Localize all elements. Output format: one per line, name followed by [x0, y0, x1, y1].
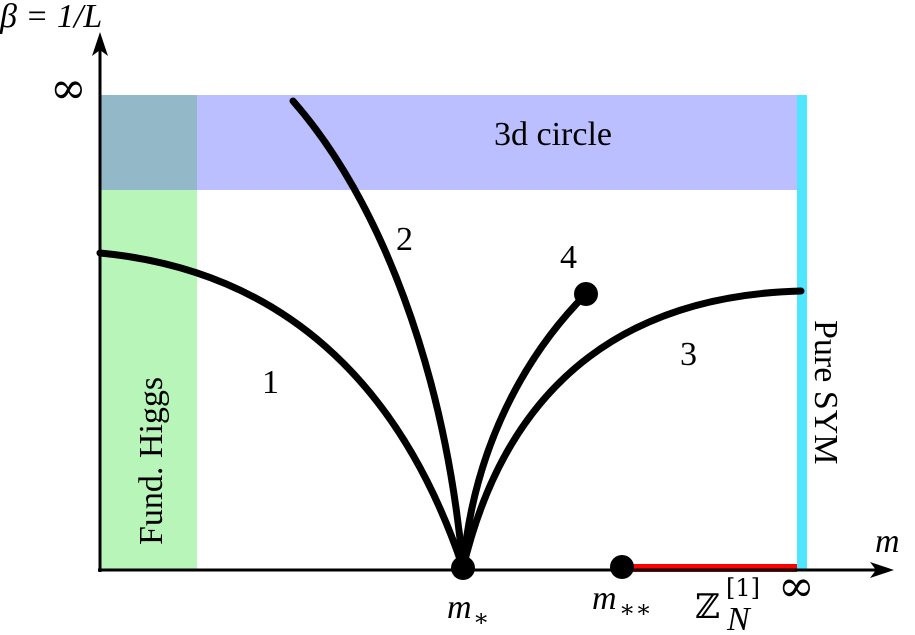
- region-overlap: [100, 95, 197, 190]
- curve-3: [459, 287, 805, 572]
- point-m-star-star: [610, 555, 634, 579]
- curve-label-3: 3: [680, 336, 697, 373]
- region-pure-sym: [797, 95, 807, 570]
- curve-1: [96, 249, 467, 572]
- svg-text:m: m: [592, 580, 617, 617]
- region-3d-circle: [100, 95, 801, 190]
- svg-text:∗: ∗: [473, 604, 489, 632]
- svg-text:ℤ: ℤ: [695, 587, 720, 627]
- label-fund-higgs: Fund. Higgs: [133, 377, 170, 545]
- svg-text:N: N: [726, 601, 752, 635]
- x-axis-label: m: [875, 523, 900, 560]
- y-infinity-label: ∞: [50, 63, 87, 114]
- label-3d-circle: 3d circle: [494, 116, 612, 153]
- curve-label-2: 2: [396, 221, 413, 258]
- x-infinity-label: ∞: [778, 561, 815, 612]
- label-pure-sym: Pure SYM: [807, 320, 844, 465]
- curve-4: [459, 290, 590, 572]
- svg-text:[1]: [1]: [726, 574, 760, 602]
- point-m-star: [451, 556, 475, 580]
- curve-label-4: 4: [560, 239, 577, 276]
- x-axis-arrow: [870, 562, 894, 578]
- y-axis-label: β = 1/L: [0, 0, 102, 35]
- y-axis-arrow: [92, 32, 108, 56]
- label-center-symmetry: ℤ [1] N: [695, 574, 760, 635]
- curve-2: [289, 97, 467, 572]
- label-m-star: m ∗: [447, 589, 489, 632]
- point-curve-4-end: [574, 282, 598, 306]
- svg-text:m: m: [447, 589, 472, 626]
- curve-label-1: 1: [262, 364, 279, 401]
- svg-text:∗∗: ∗∗: [619, 595, 652, 623]
- label-m-star-star: m ∗∗: [592, 580, 652, 623]
